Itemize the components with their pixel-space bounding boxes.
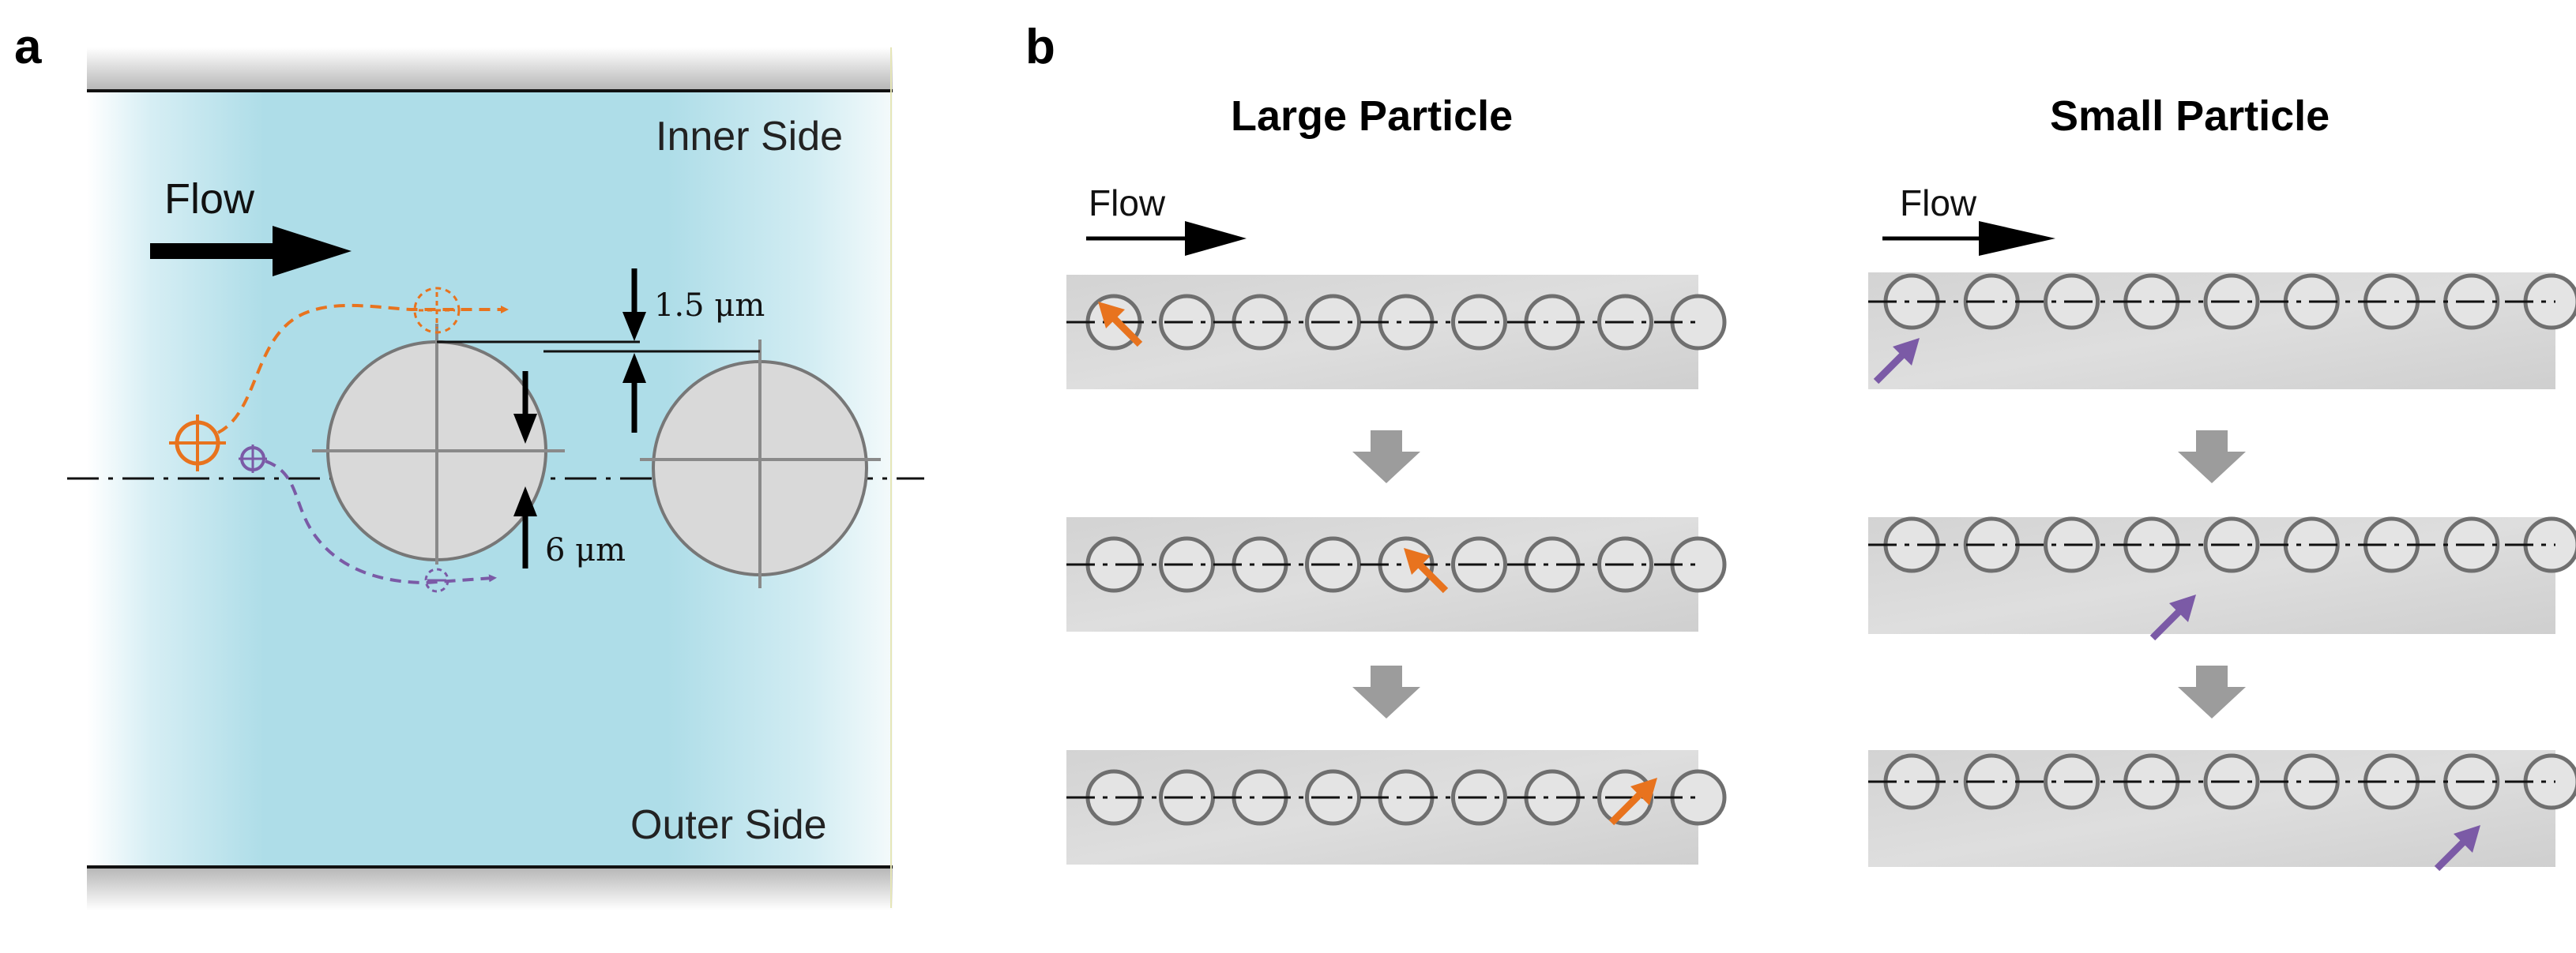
flow-label-small: Flow (1900, 182, 1977, 223)
gap-dimension (437, 268, 760, 433)
flow-arrow-small-head (1979, 221, 2055, 256)
small-pointer-2 (2149, 595, 2196, 641)
micrograph-frame (1066, 750, 1727, 865)
flow-arrow-large-head (1185, 221, 1247, 256)
large-pointer-3 (1608, 778, 1657, 826)
bottom-wall (87, 867, 893, 910)
micrograph-frame (1868, 272, 2576, 389)
step-arrow-large-2 (1352, 666, 1420, 719)
micrograph-frame (1066, 275, 1727, 389)
step-arrow-small-2 (2178, 666, 2246, 719)
small-particle-path (239, 445, 497, 593)
small-particle-ghost (424, 568, 449, 593)
micrograph-frame (1066, 517, 1727, 632)
offset-label: 6 μm (545, 532, 626, 568)
panel-b-letter: b (1025, 20, 1055, 74)
micrograph-frame (1868, 750, 2576, 867)
offset-dimension (513, 371, 537, 568)
obstacle-left (312, 324, 565, 565)
small-pointer-1 (1873, 338, 1920, 385)
small-particle-title: Small Particle (2050, 92, 2330, 140)
outer-side-label: Outer Side (630, 802, 827, 848)
panel-a: a Inner Side Outer Side Flow (14, 20, 924, 910)
panel-a-letter: a (14, 20, 42, 74)
step-arrow-small-1 (2178, 430, 2246, 483)
micrograph-frame (1868, 516, 2576, 634)
small-pointer-3 (2434, 825, 2480, 872)
large-pointer-2 (1404, 548, 1449, 594)
step-arrow-large-1 (1352, 430, 1420, 483)
gap-label: 1.5 μm (654, 287, 765, 324)
large-particle-path (169, 287, 509, 471)
inner-side-label: Inner Side (656, 114, 843, 159)
step-arrows (1352, 430, 2246, 719)
flow-arrow-head (273, 226, 352, 276)
flow-label-large: Flow (1089, 182, 1166, 223)
flow-label-a: Flow (164, 175, 255, 223)
micrograph-frames (1066, 272, 2576, 867)
top-wall (87, 47, 893, 91)
particle-pointers (1098, 302, 2480, 872)
panel-b: b Large Particle Small Particle Flow Flo… (1025, 20, 2576, 872)
large-particle-ghost (413, 287, 461, 334)
large-particle-title: Large Particle (1231, 92, 1513, 140)
large-pointer-1 (1098, 302, 1143, 347)
obstacle-right (640, 340, 881, 588)
